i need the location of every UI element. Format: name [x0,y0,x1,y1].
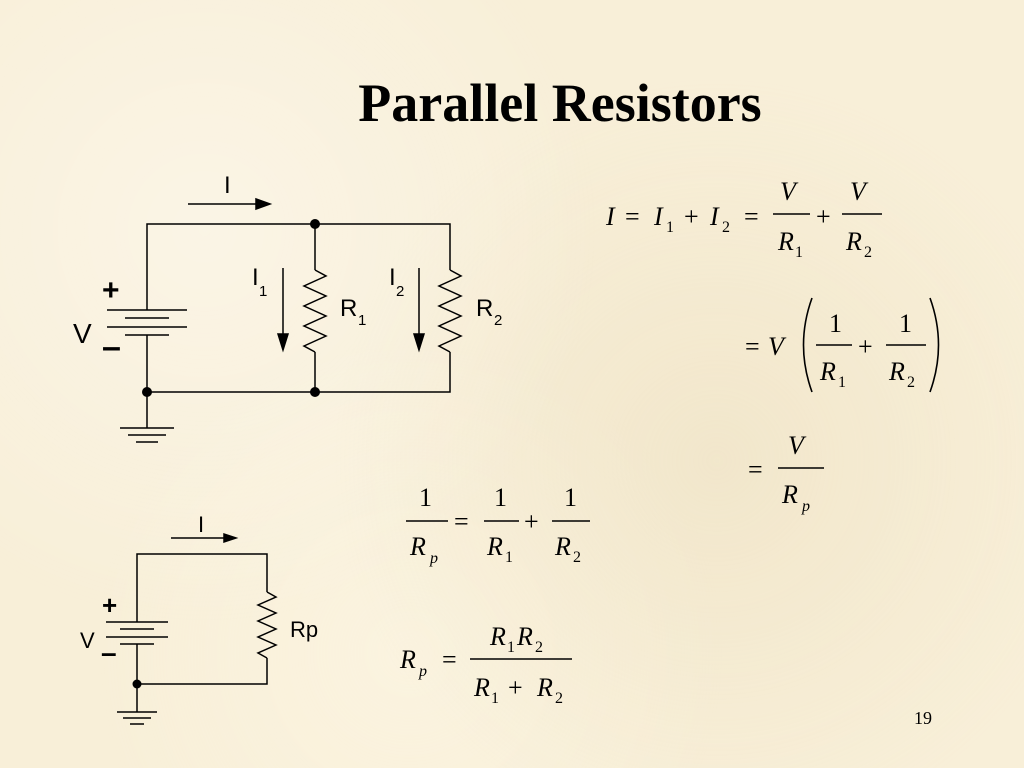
r1-label: R [340,295,357,322]
eq2-one-1: 1 [829,309,842,338]
slide-title: Parallel Resistors [358,73,762,133]
top-minus-sign: – [102,328,121,366]
eq4-R1: R [486,532,503,561]
eq2-equals: = [745,332,760,361]
eq5-num-R1-sub: 1 [507,639,515,656]
bottom-minus-sign: – [101,637,117,668]
eq1-R2-sub: 2 [864,244,872,261]
top-ground-symbol [120,427,174,443]
eq3-equals: = [748,455,763,484]
rp-resistor [256,591,278,659]
eq5-Rp-sub: p [418,663,427,680]
eq1-equals-1: = [625,202,640,231]
eq2-V: V [768,332,787,361]
eq5-num-R2-sub: 2 [535,639,543,656]
top-battery-symbol [107,300,187,340]
eq4-one-1: 1 [419,483,432,512]
r2-resistor [437,269,463,353]
branch2-current-subscript: 2 [396,283,404,300]
eq3-V: V [788,431,807,460]
branch1-current-label: I [252,264,259,291]
eq5-num-R2: R [516,622,533,651]
eq3-R: R [781,480,798,509]
eq5-num-R1: R [489,622,506,651]
eq4-plus: + [524,507,539,536]
eq1-I: I [605,202,616,231]
eq4-equals: = [454,507,469,536]
eq5-den-R2-sub: 2 [555,690,563,707]
eq4-R2: R [554,532,571,561]
eq2-R1-sub: 1 [838,374,846,391]
eq2-one-2: 1 [899,309,912,338]
eq2-R1: R [819,357,836,386]
eq1-plus-1: + [684,202,699,231]
bottom-circuit-wires [136,553,278,712]
bottom-wire [146,340,451,393]
eq1-I2-sub: 2 [722,219,730,236]
eq1-I1-sub: 1 [666,219,674,236]
bottom-ground-symbol [117,711,157,725]
top-junction-dots [142,219,320,397]
equation-factored: = V 1 R 1 + 1 R 2 [745,309,915,391]
r1-subscript: 1 [358,312,366,329]
page-number: 19 [914,708,932,728]
rp-label: Rp [290,617,318,642]
eq4-Rp: R [409,532,426,561]
eq2-plus: + [858,332,873,361]
eq1-I2: I [709,202,720,231]
eq4-R2-sub: 2 [573,549,581,566]
eq5-equals: = [442,645,457,674]
eq1-R2: R [845,227,862,256]
eq4-one-3: 1 [564,483,577,512]
eq1-plus-2: + [816,202,831,231]
branch1-current-subscript: 1 [259,283,267,300]
equation-total-current: I = I 1 + I 2 = V R 1 + V R 2 [605,177,872,261]
eq1-I1: I [653,202,664,231]
top-source-label: V [73,318,92,349]
bottom-current-label: I [198,512,204,537]
eq5-den-R1-sub: 1 [491,690,499,707]
r2-subscript: 2 [494,312,502,329]
eq1-equals-2: = [744,202,759,231]
eq5-den-R1: R [473,673,490,702]
equation-lines [406,213,940,660]
eq4-R1-sub: 1 [505,549,513,566]
eq1-V-1: V [780,177,799,206]
branch2-current-label: I [389,264,396,291]
bottom-plus-sign: + [102,590,117,620]
bottom-battery-symbol [106,618,168,650]
top-current-label: I [224,172,231,199]
eq1-R1-sub: 1 [795,244,803,261]
r2-label: R [476,295,493,322]
bottom-junction-dot [132,679,142,689]
eq4-one-2: 1 [494,483,507,512]
equation-reciprocal: 1 R p = 1 R 1 + 1 R 2 [409,483,581,567]
eq3-R-sub: p [801,498,810,515]
eq5-den-R2: R [536,673,553,702]
r1-resistor [302,269,328,353]
eq5-Rp: R [399,645,416,674]
bottom-source-label: V [80,628,95,653]
eq2-R2-sub: 2 [907,374,915,391]
equation-product-over-sum: R p = R 1 R 2 R 1 + R 2 [399,622,563,707]
bottom-current-arrow [171,532,239,544]
eq1-V-2: V [850,177,869,206]
eq1-R1: R [777,227,794,256]
eq4-Rp-sub: p [429,550,438,567]
eq2-R2: R [888,357,905,386]
top-plus-sign: + [102,274,120,307]
top-wire [146,223,451,300]
top-current-arrows [188,197,426,353]
eq5-den-plus: + [508,673,523,702]
equation-v-over-rp: = V R p [748,431,810,515]
top-circuit-wires [146,223,463,428]
